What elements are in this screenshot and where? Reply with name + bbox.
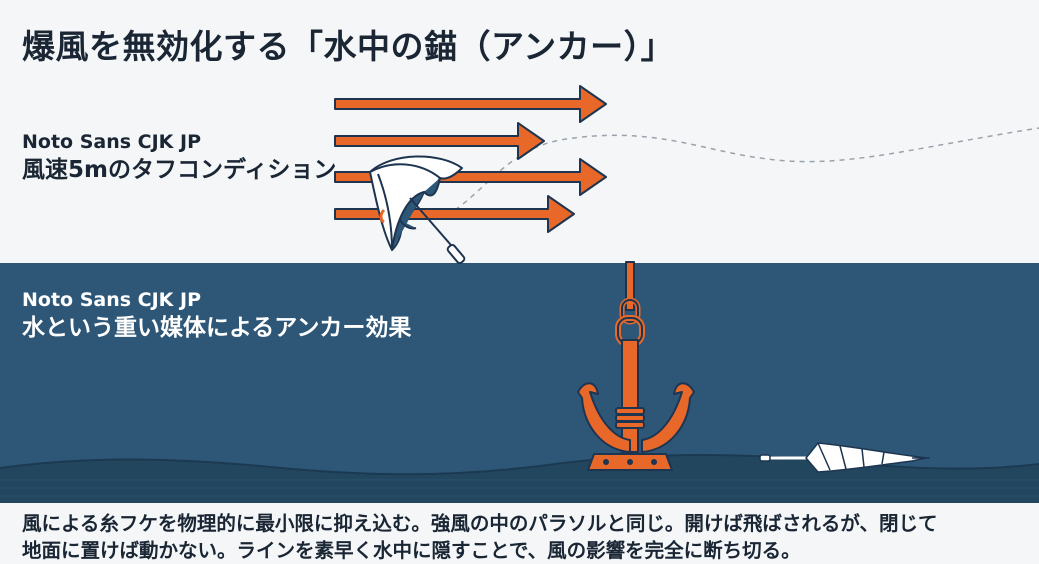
umbrella-closed-icon bbox=[759, 442, 930, 473]
seabed bbox=[0, 453, 1039, 503]
caption-line-2: 地面に置けば動かない。ラインを素早く水中に隠すことで、風の影響を完全に断ち切る。 bbox=[22, 539, 801, 562]
slack-line bbox=[454, 127, 1039, 211]
wind-arrow-icon bbox=[334, 85, 607, 233]
sea-font-label: Noto Sans CJK JP bbox=[22, 289, 202, 311]
caption: 風による糸フケを物理的に最小限に抑え込む。強風の中のパラソルと同じ。開けば飛ばさ… bbox=[22, 510, 1022, 564]
caption-line-1: 風による糸フケを物理的に最小限に抑え込む。強風の中のパラソルと同じ。開けば飛ばさ… bbox=[22, 512, 938, 535]
anchor-icon bbox=[577, 261, 695, 471]
sky-label: Noto Sans CJK JP 風速5mのタフコンディション bbox=[22, 130, 336, 186]
umbrella-open-icon bbox=[369, 155, 466, 265]
sky-heading: 風速5mのタフコンディション bbox=[22, 157, 337, 183]
page-title: 爆風を無効化する「水中の錨（アンカー）」 bbox=[22, 27, 675, 66]
sea-heading: 水という重い媒体によるアンカー効果 bbox=[22, 315, 412, 341]
sea-label: Noto Sans CJK JP 水という重い媒体によるアンカー効果 bbox=[22, 288, 411, 344]
sky-font-label: Noto Sans CJK JP bbox=[22, 131, 202, 153]
